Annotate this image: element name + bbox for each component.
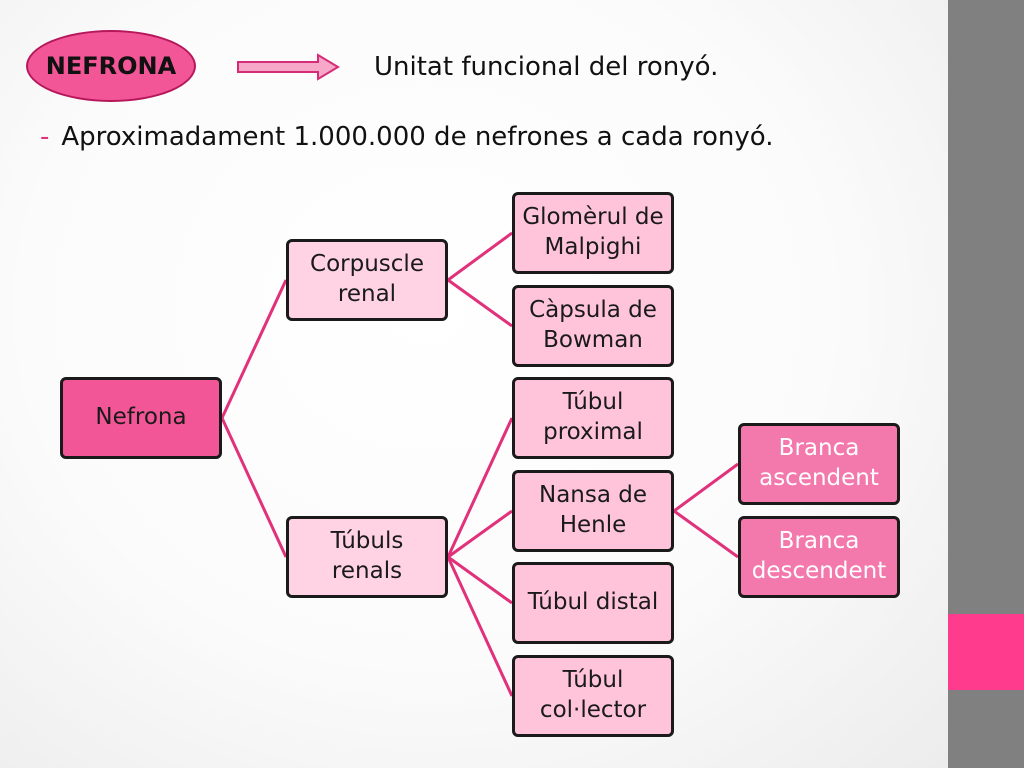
connector-corpuscle-glomerul bbox=[447, 231, 513, 282]
node-capsula-bowman: Càpsula de Bowman bbox=[512, 285, 674, 367]
connector-lines bbox=[220, 231, 739, 697]
connector-root-tubuls bbox=[220, 417, 288, 558]
node-nefrona: Nefrona bbox=[60, 377, 222, 459]
connector-tubuls-distal bbox=[447, 555, 513, 605]
node-glomerul-malpighi: Glomèrul de Malpighi bbox=[512, 192, 674, 274]
node-tubuls-renals: Túbuls renals bbox=[286, 516, 448, 598]
right-arrow-icon bbox=[237, 53, 340, 81]
node-corpuscle-renal: Corpuscle renal bbox=[286, 239, 448, 321]
connector-nansa-ascendent bbox=[673, 462, 739, 513]
title-oval-label: NEFRONA bbox=[45, 52, 177, 80]
connector-corpuscle-capsula bbox=[447, 278, 513, 328]
definition-text: Unitat funcional del ronyó. bbox=[374, 52, 719, 82]
node-tubul-proximal: Túbul proximal bbox=[512, 377, 674, 459]
bullet-line: -Aproximadament 1.000.000 de nefrones a … bbox=[40, 122, 774, 152]
connector-tubuls-proximal bbox=[446, 417, 514, 558]
connector-tubuls-collector bbox=[446, 556, 514, 697]
bullet-text: Aproximadament 1.000.000 de nefrones a c… bbox=[61, 122, 774, 152]
node-tubul-distal: Túbul distal bbox=[512, 562, 674, 644]
title-oval: NEFRONA bbox=[26, 30, 196, 102]
node-tubul-collector: Túbul col·lector bbox=[512, 655, 674, 737]
sidebar-pink-accent bbox=[948, 614, 1024, 690]
connector-root-corpuscle bbox=[220, 279, 288, 419]
node-nansa-henle: Nansa de Henle bbox=[512, 470, 674, 552]
connector-tubuls-nansa bbox=[447, 509, 513, 559]
node-branca-descendent: Branca descendent bbox=[738, 516, 900, 598]
bullet-marker: - bbox=[40, 122, 50, 152]
connector-nansa-descendent bbox=[673, 509, 739, 559]
node-branca-ascendent: Branca ascendent bbox=[738, 423, 900, 505]
